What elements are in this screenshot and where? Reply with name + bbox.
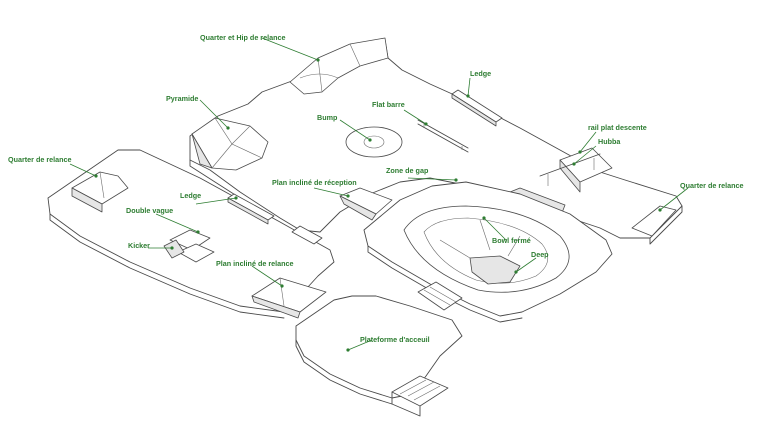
- stairs-center: [417, 281, 463, 311]
- flat-barre: [417, 119, 469, 153]
- label-double-vague: Double vague: [126, 206, 173, 215]
- label-rail-plat-descente: rail plat descente: [588, 123, 647, 132]
- entrance-stairs: [391, 375, 449, 417]
- label-deep: Deep: [531, 250, 549, 259]
- label-quarter-relance-left: Quarter de relance: [8, 155, 72, 164]
- plateforme-accueil: [295, 295, 463, 405]
- bowl-ferme: [403, 205, 570, 293]
- leader-lines: [69, 37, 689, 351]
- label-plan-incline-relance: Plan incliné de relance: [216, 259, 294, 268]
- label-pyramide: Pyramide: [166, 94, 198, 103]
- label-flat-barre: Flat barre: [372, 100, 405, 109]
- label-kicker: Kicker: [128, 241, 150, 250]
- label-plateforme-accueil: Plateforme d'acceuil: [360, 335, 430, 344]
- label-quarter-relance-right: Quarter de relance: [680, 181, 744, 190]
- label-quarter-hip: Quarter et Hip de relance: [200, 33, 285, 42]
- connector-steps-left: [291, 225, 323, 245]
- plan-incline-reception: [339, 187, 393, 221]
- label-bump: Bump: [317, 113, 338, 122]
- label-bowl-ferme: Bowl fermé: [492, 236, 531, 245]
- kicker: [163, 239, 185, 259]
- double-vague: [169, 229, 215, 263]
- quarter-hip-ramp: [289, 37, 389, 95]
- label-ledge-left: Ledge: [180, 191, 201, 200]
- label-ledge-top: Ledge: [470, 69, 491, 78]
- ledge-left: [227, 193, 275, 225]
- leader-dots: [94, 58, 662, 352]
- bump: [345, 126, 403, 158]
- pyramide: [191, 117, 269, 171]
- hubba: [539, 147, 613, 193]
- label-zone-de-gap: Zone de gap: [386, 166, 429, 175]
- plan-incline-relance: [251, 277, 327, 319]
- label-plan-incline-reception: Plan incliné de réception: [272, 178, 357, 187]
- label-hubba: Hubba: [598, 137, 621, 146]
- labels: Quarter et Hip de relance Ledge Pyramide…: [8, 33, 744, 344]
- ledge-top: [451, 89, 503, 127]
